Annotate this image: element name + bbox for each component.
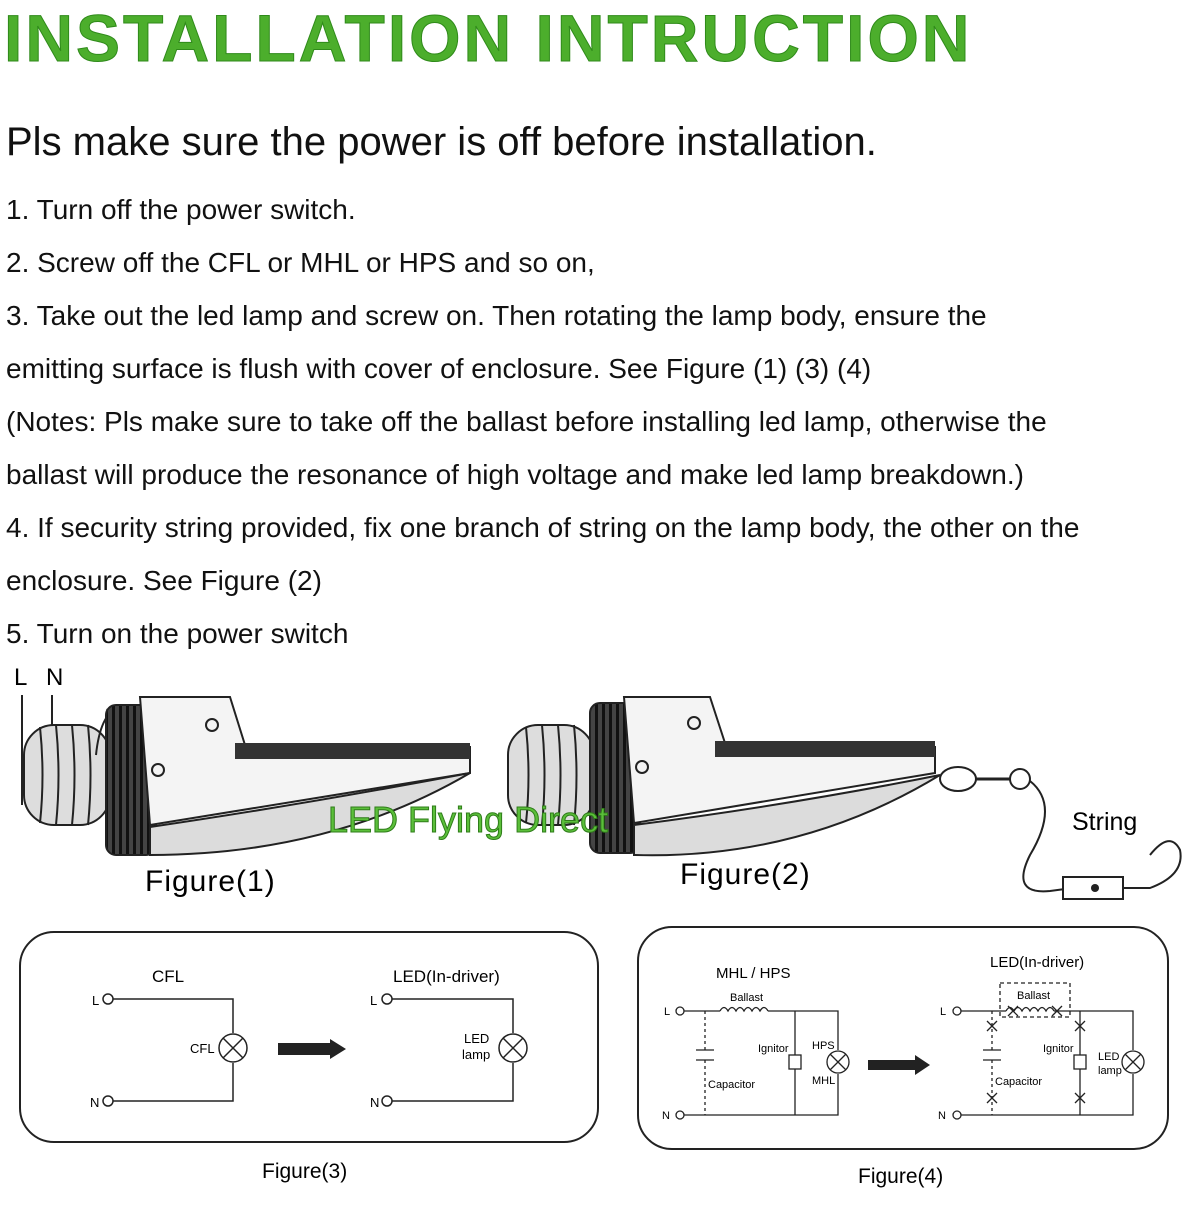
figure4-right-title: LED(In-driver)	[990, 954, 1084, 971]
figure3-n-label-right: N	[370, 1095, 379, 1110]
mhl-label: MHL	[812, 1075, 835, 1087]
figure3-box	[19, 931, 599, 1143]
figure3-n-label: N	[90, 1095, 99, 1110]
figure4-arrow	[868, 1055, 930, 1075]
figure4-caption: Figure(4)	[858, 1165, 943, 1188]
figure2-caption: Figure(2)	[680, 858, 811, 891]
figure1-lamp-illustration: L N	[14, 664, 471, 857]
lamp-label: lamp	[462, 1047, 490, 1062]
hook	[1123, 840, 1182, 889]
clip	[939, 766, 977, 792]
figure4-n-label: N	[662, 1110, 670, 1122]
security-string	[1022, 780, 1066, 893]
ignitor-label: Ignitor	[758, 1043, 789, 1055]
led-strip	[235, 743, 470, 759]
led-strip	[715, 741, 935, 757]
figure1-caption: Figure(1)	[145, 865, 276, 898]
step-line: 3. Take out the led lamp and screw on. T…	[6, 300, 987, 331]
figure3-l-label-right: L	[370, 993, 377, 1008]
lamp-label-right: lamp	[1098, 1065, 1122, 1077]
screw-base	[23, 724, 111, 826]
step-line: 4. If security string provided, fix one …	[6, 512, 1080, 543]
hps-label: HPS	[812, 1040, 835, 1052]
instruction-steps: 1. Turn off the power switch. 2. Screw o…	[6, 188, 1200, 665]
page-title: INSTALLATION INTRUCTION	[3, 1, 973, 76]
led-retrofit-circuit	[952, 982, 1145, 1120]
wire-l-label: L	[14, 664, 27, 691]
figure3-l-label: L	[92, 993, 99, 1008]
step-line: 2. Screw off the CFL or MHL or HPS and s…	[6, 247, 595, 278]
step-line: enclosure. See Figure (2)	[6, 565, 322, 596]
figures-svg: L N Figure(1)	[14, 664, 1182, 1188]
watermark: LED Flying Direct	[328, 799, 608, 840]
power-warning: Pls make sure the power is off before in…	[6, 120, 877, 164]
ballast-label-right: Ballast	[1017, 990, 1050, 1002]
cfl-circuit	[102, 993, 248, 1107]
capacitor-label-right: Capacitor	[995, 1076, 1042, 1088]
capacitor-label: Capacitor	[708, 1079, 755, 1091]
figure4-l-label-right: L	[940, 1006, 946, 1018]
ignitor-label-right: Ignitor	[1043, 1043, 1074, 1055]
lamp-blade	[149, 772, 471, 857]
step-line: ballast will produce the resonance of hi…	[6, 459, 1024, 490]
figure3-left-title: CFL	[152, 967, 184, 986]
step-line: 1. Turn off the power switch.	[6, 194, 356, 225]
lamp-blade	[633, 774, 941, 857]
led-circuit	[381, 993, 528, 1107]
figure3-right-title: LED(In-driver)	[393, 967, 500, 986]
figure4-l-label: L	[664, 1006, 670, 1018]
figure4-box	[637, 926, 1169, 1150]
led-label-right: LED	[1098, 1051, 1119, 1063]
string-label: String	[1072, 808, 1137, 836]
figure3-caption: Figure(3)	[262, 1160, 347, 1183]
figures-area: L N Figure(1)	[0, 655, 1200, 1200]
figure2-lamp-illustration	[507, 696, 1182, 900]
figure3-arrow	[278, 1039, 346, 1059]
figure4-left-title: MHL / HPS	[716, 965, 790, 982]
step-line: emitting surface is flush with cover of …	[6, 353, 872, 384]
cfl-label: CFL	[190, 1041, 215, 1056]
ballast-label: Ballast	[730, 992, 763, 1004]
led-label: LED	[464, 1031, 489, 1046]
mhl-circuit	[675, 1006, 850, 1120]
step-line: (Notes: Pls make sure to take off the ba…	[6, 406, 1047, 437]
figure4-n-label-right: N	[938, 1110, 946, 1122]
wire-n-label: N	[46, 664, 63, 691]
step-line: 5. Turn on the power switch	[6, 618, 349, 649]
